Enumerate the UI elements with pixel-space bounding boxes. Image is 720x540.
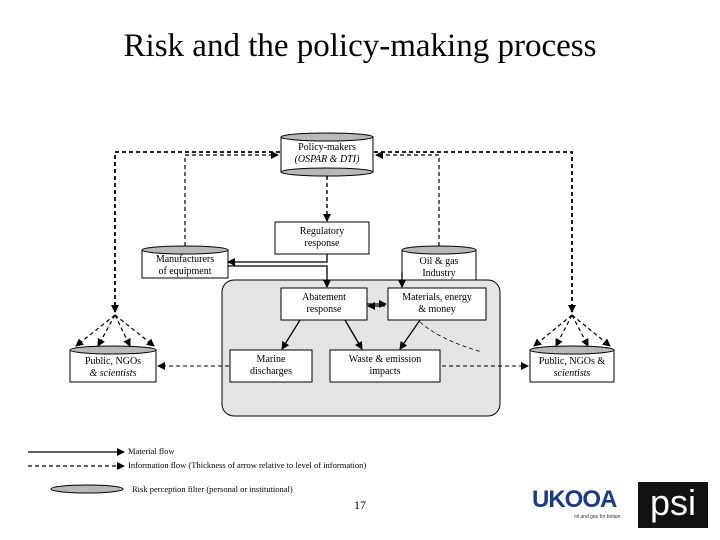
oil-gas-filter — [401, 245, 477, 281]
policy-makers-filter — [280, 132, 374, 177]
regulatory-line1: Regulatory — [299, 226, 345, 237]
public-left-filter — [69, 345, 157, 383]
marine-line2: discharges — [249, 366, 293, 377]
oil-gas-line1: Oil & gas — [419, 256, 459, 267]
oil-gas-label: Oil & gas Industry — [402, 256, 476, 280]
policy-makers-line1: Policy-makers — [298, 142, 356, 153]
regulatory-response-label: Regulatory response — [275, 226, 369, 250]
ukooa-logo-text: UKOOA — [532, 486, 617, 513]
materials-box — [387, 287, 487, 321]
legend-information-text: Information flow (Thickness of arrow rel… — [128, 460, 367, 470]
page-number: 17 — [354, 498, 366, 512]
public-right-line1: Public, NGOs & — [538, 356, 606, 367]
waste-emission-box — [329, 349, 441, 383]
manufacturers-label: Manufacturers of equipment — [142, 254, 228, 278]
public-right-label: Public, NGOs & scientists — [530, 356, 614, 380]
oil-gas-line2: Industry — [422, 268, 456, 279]
manufacturers-filter — [141, 245, 229, 279]
psi-logo: psi — [638, 482, 708, 528]
waste-line1: Waste & emission — [348, 354, 422, 365]
regulatory-response-box — [274, 221, 370, 255]
public-right-filter — [529, 345, 615, 383]
materials-label: Materials, energy & money — [388, 292, 486, 316]
materials-line1: Materials, energy — [402, 292, 472, 303]
legend-material-text: Material flow — [128, 446, 175, 456]
slide-title: Risk and the policy-making process — [123, 28, 597, 64]
information-flow-arrows — [75, 151, 611, 370]
legend-filter-text: Risk perception filter (personal or inst… — [132, 484, 293, 494]
regulatory-line2: response — [304, 238, 340, 249]
public-right-line2: scientists — [553, 368, 591, 379]
public-left-label: Public, NGOs & scientists — [70, 356, 156, 380]
marine-line1: Marine — [256, 354, 286, 365]
manufacturers-line2: of equipment — [158, 266, 212, 277]
waste-emission-label: Waste & emission impacts — [330, 354, 440, 378]
materials-line2: & money — [418, 304, 456, 315]
public-left-line1: Public, NGOs — [84, 356, 142, 367]
waste-line2: impacts — [369, 366, 401, 377]
material-flow-arrows — [227, 254, 421, 350]
abatement-line2: response — [306, 304, 342, 315]
ukooa-tagline: oil and gas for britain — [574, 514, 621, 520]
manufacturers-line1: Manufacturers — [155, 254, 215, 265]
ukooa-logo: UKOOA — [532, 486, 617, 514]
marine-discharges-label: Marine discharges — [230, 354, 312, 378]
public-left-line2: & scientists — [89, 368, 137, 379]
marine-discharges-box — [229, 349, 313, 383]
abatement-response-label: Abatement response — [281, 292, 367, 316]
policy-makers-label: Policy-makers (OSPAR & DTI) — [281, 142, 373, 166]
policy-makers-line2: (OSPAR & DTI) — [294, 154, 360, 165]
abatement-line1: Abatement — [302, 292, 346, 303]
legend-filter-symbol — [50, 484, 124, 494]
